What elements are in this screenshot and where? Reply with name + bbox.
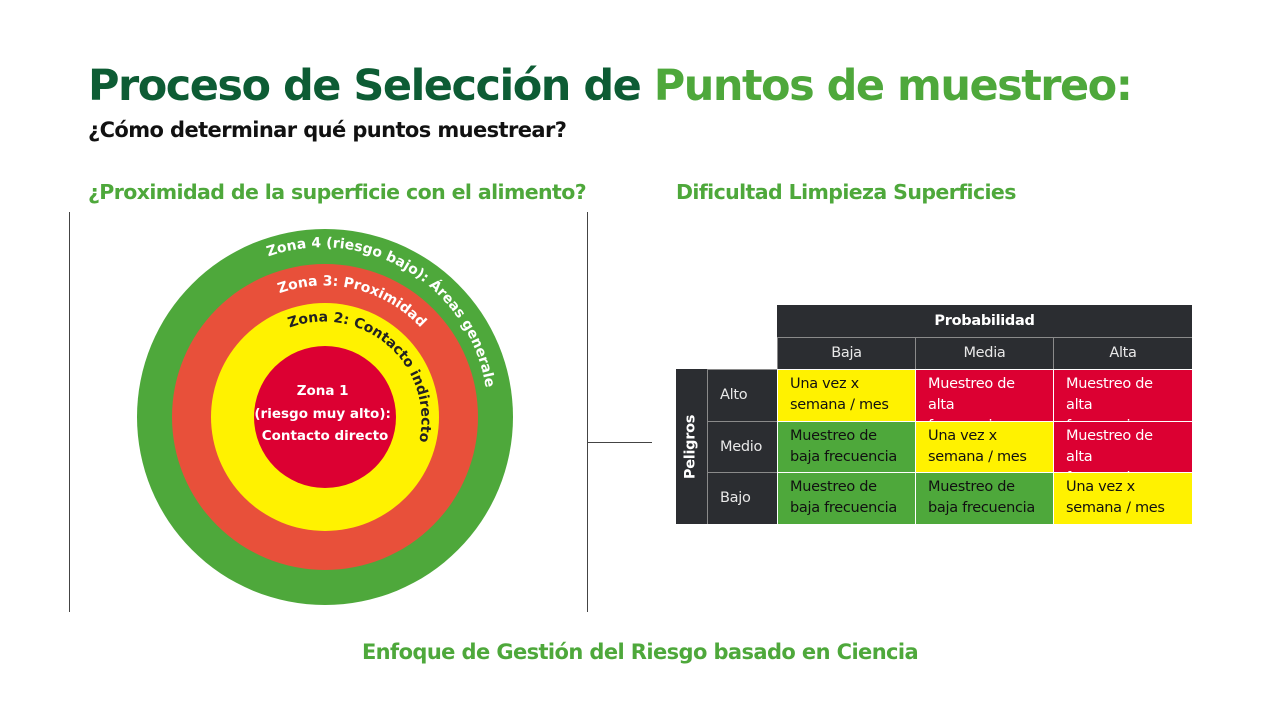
cleaning-difficulty-heading: Dificultad Limpieza Superficies	[676, 180, 1016, 204]
cell-alto-media: Muestreo de alta frecuencia	[915, 369, 1053, 434]
cell-line: semana / mes	[928, 449, 1027, 465]
row-label-medio: Medio	[707, 421, 777, 472]
right-divider	[587, 212, 588, 612]
cell-line: Muestreo de alta	[928, 376, 1015, 413]
cell-line: Una vez x	[1066, 479, 1135, 495]
proximity-heading: ¿Proximidad de la superficie con el alim…	[88, 180, 587, 204]
cell-line: Una vez x	[790, 376, 859, 392]
row-label-alto: Alto	[707, 369, 777, 421]
cell-line: baja frecuencia	[928, 500, 1035, 516]
page-title: Proceso de Selección de Puntos de muestr…	[88, 58, 1133, 114]
cell-alto-baja: Una vez x semana / mes	[777, 369, 915, 421]
column-header-alta: Alta	[1053, 337, 1192, 369]
column-header-baja: Baja	[777, 337, 915, 369]
cell-line: Una vez x	[928, 428, 997, 444]
row-label-bajo: Bajo	[707, 472, 777, 524]
cell-line: Muestreo de alta	[1066, 376, 1153, 413]
risk-zones-diagram: Zona 4 (riesgo bajo): Áreas generales Zo…	[133, 217, 513, 605]
hazards-header-column: Peligros	[676, 369, 707, 524]
cell-line: baja frecuencia	[790, 500, 897, 516]
cell-medio-media: Una vez x semana / mes	[915, 421, 1053, 472]
column-header-media: Media	[915, 337, 1053, 369]
cell-bajo-media: Muestreo de baja frecuencia	[915, 472, 1053, 524]
left-divider	[69, 212, 70, 612]
zone-1-label: Zona 1 (riesgo muy alto): Contacto direc…	[254, 383, 395, 444]
probability-header: Probabilidad	[777, 305, 1192, 337]
zone-1-line-3: Contacto directo	[262, 428, 389, 444]
cell-line: semana / mes	[1066, 500, 1165, 516]
hazards-header: Peligros	[682, 414, 699, 480]
zone-1-core	[254, 346, 396, 488]
cell-line: baja frecuencia	[790, 449, 897, 465]
cell-line: semana / mes	[790, 397, 889, 413]
zone-1-line-2: (riesgo muy alto):	[254, 406, 391, 422]
cell-bajo-alta: Una vez x semana / mes	[1053, 472, 1192, 524]
title-part-2: Puntos de muestreo:	[653, 61, 1133, 111]
zone-1-line-1: Zona 1	[297, 383, 349, 399]
cell-line: Muestreo de alta	[1066, 428, 1153, 465]
cell-line: Muestreo de	[790, 428, 877, 444]
cell-bajo-baja: Muestreo de baja frecuencia	[777, 472, 915, 524]
page-subtitle: ¿Cómo determinar qué puntos muestrear?	[88, 118, 567, 142]
cell-line: Muestreo de	[790, 479, 877, 495]
title-part-1: Proceso de Selección de	[88, 61, 654, 111]
cell-line: Muestreo de	[928, 479, 1015, 495]
cell-medio-baja: Muestreo de baja frecuencia	[777, 421, 915, 472]
connector-line	[588, 442, 652, 443]
risk-matrix: Probabilidad Baja Media Alta Peligros Al…	[676, 305, 1192, 524]
cell-alto-alta: Muestreo de alta frecuencia	[1053, 369, 1192, 434]
cell-medio-alta: Muestreo de alta frecuencia	[1053, 421, 1192, 486]
footer-caption: Enfoque de Gestión del Riesgo basado en …	[361, 640, 919, 664]
